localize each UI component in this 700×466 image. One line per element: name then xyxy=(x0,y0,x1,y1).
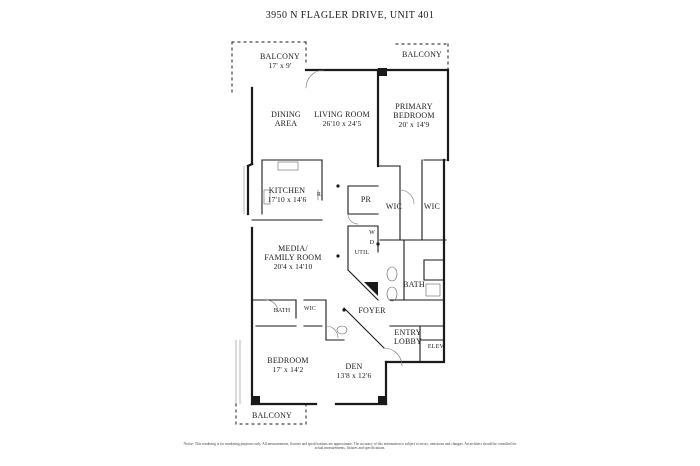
room-label-dining: DINING AREA xyxy=(271,110,301,128)
room-label-w: W xyxy=(369,230,375,236)
balcony-railing-top-right xyxy=(395,43,449,71)
room-label-d: D xyxy=(369,240,375,246)
room-label-pr: PR xyxy=(360,195,372,204)
room-label-util: UTIL xyxy=(354,250,370,256)
room-label-foyer: FOYER xyxy=(358,306,386,315)
columns xyxy=(336,184,380,312)
room-label-wic-1: WIC xyxy=(385,202,403,211)
structural-blocks xyxy=(252,68,387,404)
balcony-railing-top-left xyxy=(231,41,307,93)
room-label-r: R xyxy=(316,192,322,198)
room-label-bedroom: BEDROOM 17' x 14'2 xyxy=(267,356,309,374)
room-label-wic-2: WIC xyxy=(423,202,441,211)
bath-fixtures xyxy=(336,266,441,335)
interior-walls xyxy=(251,159,447,363)
window-marks xyxy=(235,165,245,405)
room-label-bath-small: BATH xyxy=(273,308,291,314)
room-label-balcony-top-left: BALCONY 17' x 9' xyxy=(259,52,301,70)
room-label-kitchen: KITCHEN 17'10 x 14'6 xyxy=(267,186,307,204)
room-label-primary: PRIMARY BEDROOM 20' x 14'9 xyxy=(393,102,435,129)
disclaimer-notice: Notice: This rendering is for marketing … xyxy=(183,442,517,451)
room-label-balcony-bottom: BALCONY xyxy=(251,411,293,420)
door-swings xyxy=(265,69,415,367)
kitchen-fixtures xyxy=(263,161,319,205)
room-label-balcony-top-right: BALCONY xyxy=(401,50,443,59)
room-label-media: MEDIA/ FAMILY ROOM 20'4 x 14'10 xyxy=(264,244,322,271)
plan-title: 3950 N FLAGLER DRIVE, UNIT 401 xyxy=(265,10,435,21)
room-label-wic-3: WIC xyxy=(303,306,317,312)
room-label-living: LIVING ROOM 26'10 x 24'5 xyxy=(314,110,370,128)
balcony-railing-bottom xyxy=(235,403,307,425)
room-label-bath: BATH xyxy=(403,280,425,289)
room-label-elev: ELEV xyxy=(427,344,445,350)
room-label-entry-lobby: ENTRY LOBBY xyxy=(393,328,423,346)
room-label-den: DEN 13'8 x 12'6 xyxy=(336,362,372,380)
